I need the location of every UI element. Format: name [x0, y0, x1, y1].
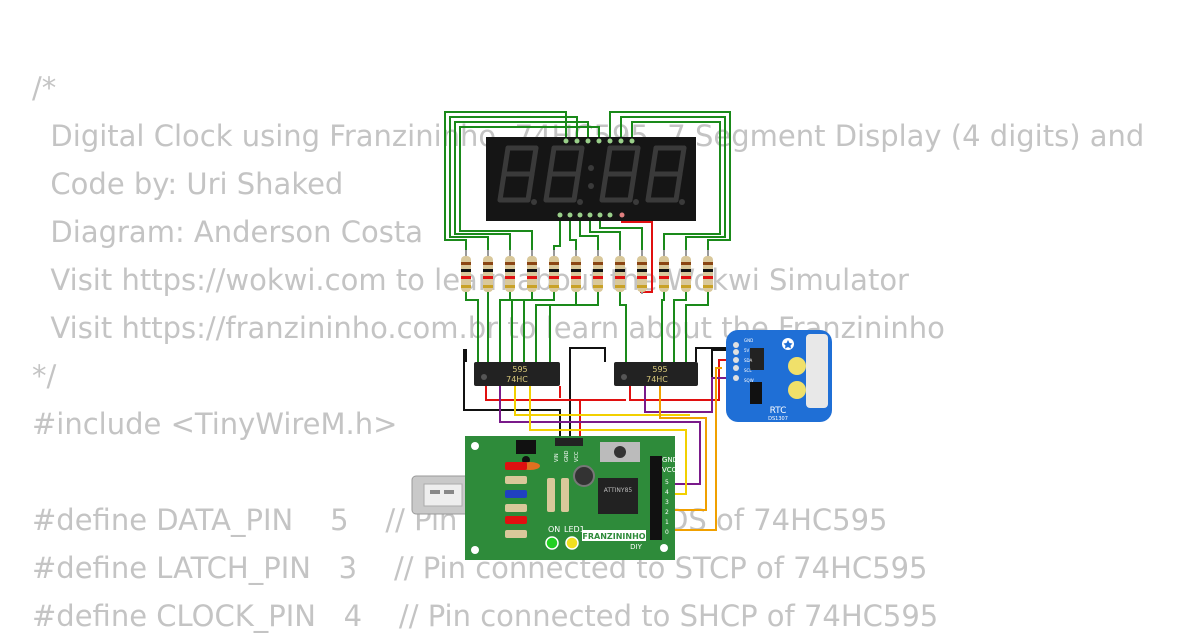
header-label: 5 — [665, 479, 669, 486]
display-segment — [603, 145, 613, 177]
resistor-to-chip-wires — [465, 292, 709, 362]
green-wires-top — [444, 111, 731, 256]
display-segment — [645, 171, 655, 203]
display-segment — [543, 171, 553, 203]
display-segment — [599, 171, 609, 203]
code-line: Digital Clock using Franzininho, 74HC595… — [32, 119, 1145, 153]
led-label-on: ON — [548, 525, 560, 534]
resistor — [615, 250, 625, 294]
code-line: /* — [32, 71, 57, 105]
resistor — [461, 250, 471, 294]
resistor — [505, 250, 515, 294]
decimal-point — [577, 199, 583, 205]
header-label: 3 — [665, 499, 669, 506]
code-line: Visit https://franzininho.com.br to lear… — [32, 311, 945, 345]
shift-register-2: 595 74HC — [614, 362, 698, 386]
yellow-wires — [514, 386, 690, 495]
franzininho-board[interactable]: VIN GND VCC ATTINY85 GND VCC 5 4 3 2 1 0… — [411, 436, 678, 560]
header-label: 2 — [665, 509, 669, 516]
display-segment — [627, 171, 637, 203]
user-led — [565, 536, 579, 550]
code-line: Code by: Uri Shaked — [32, 167, 344, 201]
decimal-point — [531, 199, 537, 205]
chip-top-label: 595 — [652, 365, 667, 374]
rtc-pin-label: SCL — [744, 368, 752, 373]
mcu-label: ATTINY85 — [604, 487, 633, 494]
code-line: Diagram: Anderson Costa — [32, 215, 424, 249]
board-pin-label: VIN — [554, 453, 560, 462]
header-label: GND — [662, 456, 678, 464]
chip-bottom-label: 74HC — [506, 375, 528, 384]
code-line: #include <TinyWireM.h> — [32, 407, 398, 441]
power-led — [545, 536, 559, 550]
display-segment — [529, 145, 539, 177]
resistor — [549, 250, 559, 294]
display-segment — [677, 145, 687, 177]
header-label: VCC — [662, 466, 677, 474]
resistor — [637, 250, 647, 294]
display-segment — [525, 171, 535, 203]
resistor — [659, 250, 669, 294]
code-line: */ — [32, 359, 57, 393]
chip-bottom-label: 74HC — [646, 375, 668, 384]
resistor — [571, 250, 581, 294]
decimal-point — [679, 199, 685, 205]
resistor — [527, 250, 537, 294]
display-segment — [571, 171, 581, 203]
seven-segment-display — [486, 137, 696, 221]
led-label-led1: LED1 — [564, 525, 585, 534]
resistor-array — [461, 250, 713, 294]
board-brand: FRANZININHO — [582, 532, 645, 541]
display-segment — [631, 145, 641, 177]
display-segment — [673, 171, 683, 203]
resistor — [593, 250, 603, 294]
board-pin-label: VCC — [574, 451, 580, 462]
display-segment — [501, 145, 511, 177]
display-segment — [649, 145, 659, 177]
resistor — [703, 250, 713, 294]
board-suffix: DIY — [630, 543, 642, 551]
resistor — [483, 250, 493, 294]
board-resistors — [505, 462, 569, 538]
header-label: 1 — [665, 519, 669, 526]
shift-register-1: 595 74HC — [474, 362, 560, 386]
rtc-pin-label: GND — [744, 338, 753, 343]
rtc-model: DS1307 — [768, 416, 788, 422]
display-segment — [547, 145, 557, 177]
purple-wires — [499, 377, 736, 485]
rtc-pin-label: SQW — [744, 378, 754, 383]
rtc-module: GND 5V SDA SCL SQW RTC DS1307 — [726, 330, 832, 422]
rtc-pin-label: SDA — [744, 358, 753, 363]
display-segment — [497, 171, 507, 203]
black-wires — [463, 345, 737, 440]
header-label: 4 — [665, 489, 669, 496]
chip-top-label: 595 — [512, 365, 527, 374]
red-wires — [485, 359, 736, 440]
header-label: 0 — [665, 529, 669, 536]
orange-wires — [659, 367, 722, 531]
resistor — [681, 250, 691, 294]
code-line: #define LATCH_PIN 3 // Pin connected to … — [32, 551, 928, 585]
board-pin-label: GND — [564, 450, 570, 462]
rtc-label: RTC — [770, 406, 787, 416]
decimal-point — [633, 199, 639, 205]
code-line: #define CLOCK_PIN 4 // Pin connected to … — [32, 599, 939, 633]
rtc-pin-label: 5V — [744, 348, 750, 353]
display-segment — [575, 145, 585, 177]
